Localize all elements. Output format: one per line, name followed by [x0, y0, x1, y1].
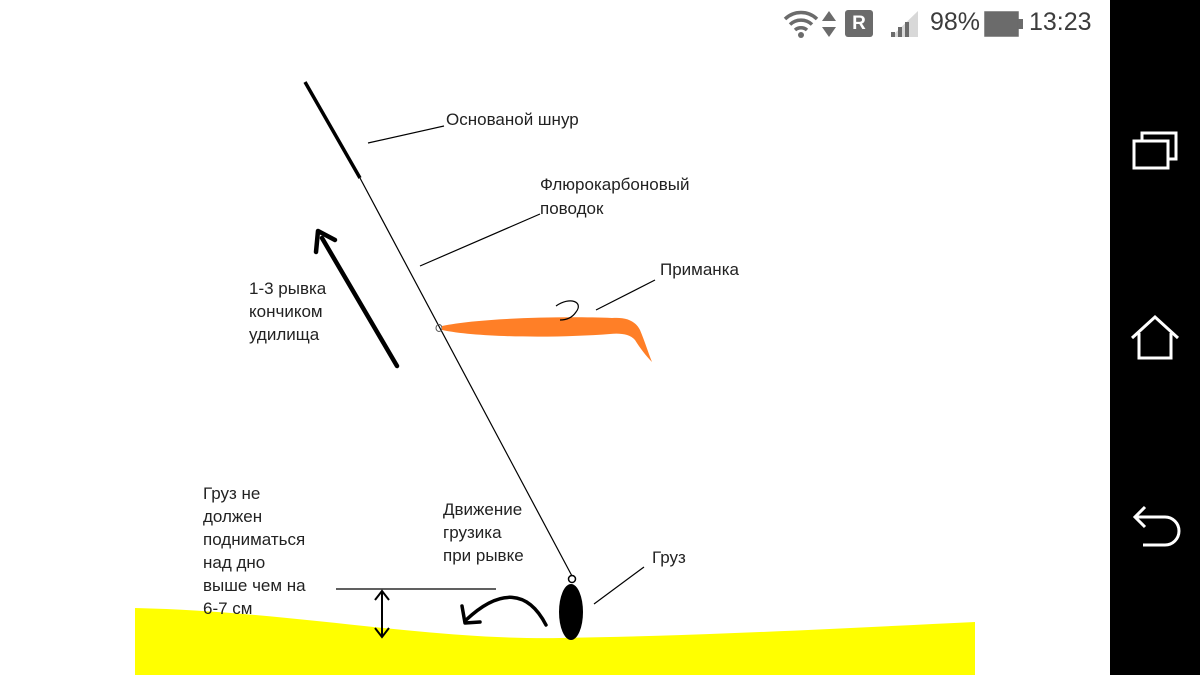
sinker-pointer: [593, 566, 645, 605]
label-weight-rule-line6: 6-7 см: [203, 599, 252, 618]
recent-apps-button[interactable]: [1110, 105, 1200, 195]
label-main-line: Основаной шнур: [446, 110, 579, 129]
label-movement-line2: грузика: [443, 523, 502, 542]
back-button[interactable]: [1110, 480, 1200, 570]
movement-arc-arrow: [464, 595, 548, 627]
height-arrow-top: [374, 589, 390, 601]
wifi-icon: [783, 10, 819, 38]
lure-hook: [555, 300, 579, 321]
label-weight-rule-line1: Груз не: [203, 484, 260, 503]
signal-icon: [891, 11, 918, 37]
home-button[interactable]: [1110, 292, 1200, 382]
recent-apps-icon: [1132, 131, 1178, 170]
main-line-pointer: [367, 125, 445, 144]
battery-percent: 98%: [930, 8, 981, 36]
label-weight-rule-line3: подниматься: [203, 530, 305, 549]
label-leader-line2: поводок: [540, 199, 604, 218]
fluorocarbon-leader: [359, 177, 573, 577]
roaming-icon: R: [845, 10, 873, 37]
bottom-ground: [135, 608, 975, 675]
lure-body: [442, 317, 652, 362]
height-arrow-bottom: [374, 627, 390, 639]
label-movement-line3: при рывке: [443, 546, 524, 565]
main-line: [303, 81, 362, 179]
label-movement-line1: Движение: [443, 500, 522, 519]
movement-arc-arrow-head: [460, 604, 482, 625]
label-weight-rule-line5: выше чем на: [203, 576, 306, 595]
jerk-arrow-head: [313, 228, 338, 255]
back-icon: [1132, 505, 1181, 547]
leader-pointer: [419, 213, 541, 267]
status-bar: R 98% 13:23: [0, 0, 1110, 46]
rig-diagram: Основаной шнур Флюрокарбоновый поводок П…: [135, 81, 975, 675]
label-sinker: Груз: [652, 548, 686, 567]
navigation-bar: [1110, 0, 1200, 675]
label-leader-line1: Флюрокарбоновый: [540, 175, 689, 194]
label-jerk-line2: кончиком: [249, 302, 323, 321]
label-jerk-line3: удилища: [249, 325, 320, 344]
home-icon: [1130, 314, 1180, 360]
lure-pointer: [595, 279, 656, 311]
label-weight-rule-line4: над дно: [203, 553, 265, 572]
battery-icon: [984, 11, 1023, 37]
clock: 13:23: [1029, 8, 1092, 36]
jerk-arrow: [319, 235, 400, 369]
sinker-eye: [567, 574, 577, 584]
sinker: [559, 584, 583, 640]
data-arrows-icon: [822, 11, 836, 37]
label-jerk-line1: 1-3 рывка: [249, 279, 327, 298]
label-lure: Приманка: [660, 260, 740, 279]
label-weight-rule-line2: должен: [203, 507, 262, 526]
